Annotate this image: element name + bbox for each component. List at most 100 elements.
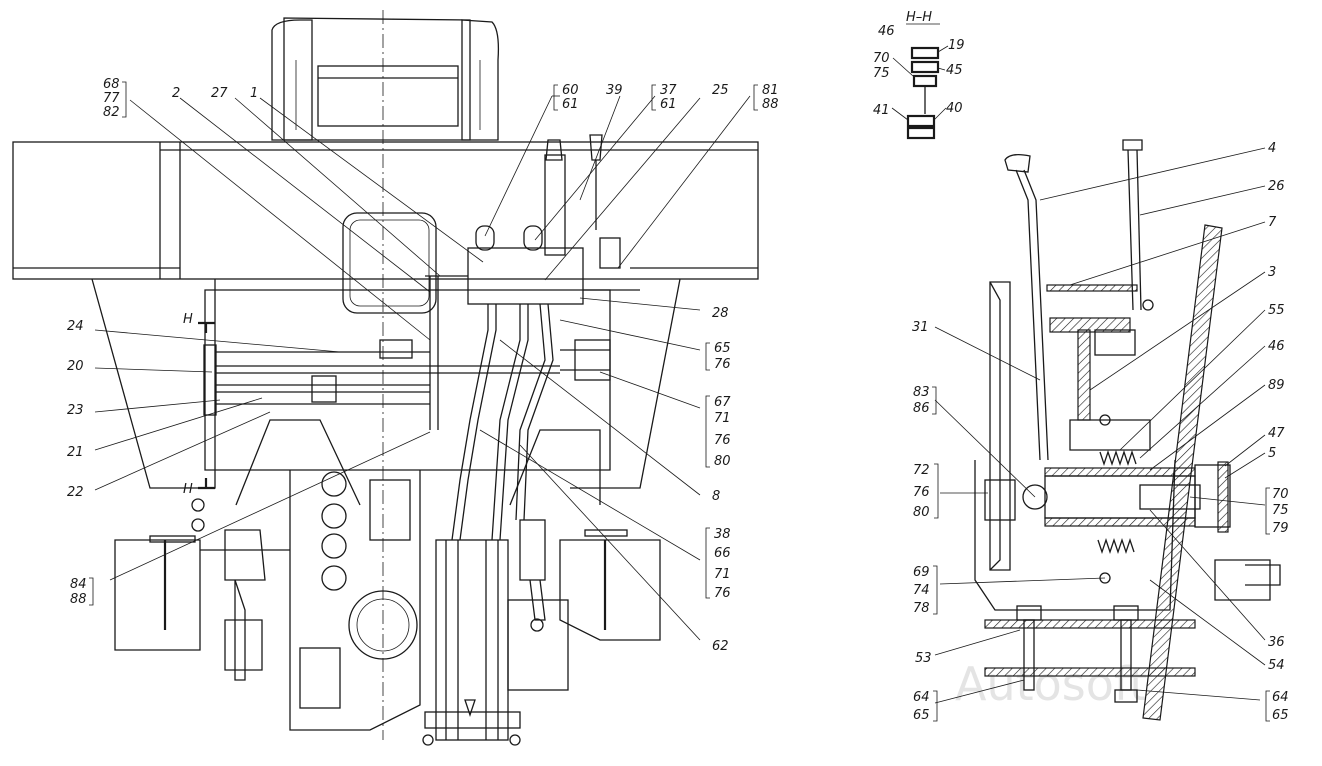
label-89: 89 — [1268, 378, 1285, 393]
left-lower-support — [114, 539, 201, 651]
section-label-41: 41 — [873, 103, 890, 118]
label-28: 28 — [712, 306, 729, 321]
label-72: 72 — [913, 463, 930, 478]
section-title: Н–Н — [906, 10, 932, 25]
label-38: 38 — [714, 527, 731, 542]
label-80-r: 80 — [913, 505, 930, 520]
bracket-83-86 — [932, 386, 937, 415]
label-88-b: 88 — [70, 592, 87, 607]
label-20: 20 — [67, 359, 84, 374]
label-64-r: 64 — [1272, 690, 1289, 705]
label-3: 3 — [1268, 265, 1276, 280]
right-sectional-view: 4 26 7 3 55 31 46 83 86 89 47 5 72 76 80… — [912, 139, 1289, 723]
label-82: 82 — [103, 105, 120, 120]
label-27: 27 — [211, 86, 228, 101]
section-label-45: 45 — [946, 63, 963, 78]
bracket-38-76 — [705, 527, 710, 599]
section-mark-top: Н — [183, 312, 193, 327]
label-1: 1 — [250, 86, 258, 101]
floor-plate — [1142, 224, 1223, 721]
label-78: 78 — [913, 601, 930, 616]
section-mark-bottom: Н — [183, 482, 193, 497]
control-levers — [1004, 139, 1143, 461]
bracket-64-65-left — [933, 690, 938, 722]
label-47: 47 — [1268, 426, 1285, 441]
bracket-81-88 — [753, 84, 758, 111]
label-88-a: 88 — [762, 97, 779, 112]
label-66: 66 — [714, 546, 731, 561]
label-23: 23 — [67, 403, 84, 418]
label-76-c: 76 — [714, 586, 731, 601]
control-valve-block — [425, 134, 640, 305]
hydraulic-tubes — [429, 276, 554, 541]
bracket-60-61 — [553, 84, 558, 111]
engine-body — [91, 278, 681, 731]
section-marks — [191, 321, 215, 532]
watermark: Autosoft — [955, 657, 1147, 711]
bracket-72-80 — [934, 463, 939, 519]
section-h-h: Н–Н 46 19 70 75 45 41 40 — [873, 10, 965, 140]
label-75-r: 75 — [1272, 503, 1289, 518]
leader-lines-right — [934, 147, 1266, 704]
label-55: 55 — [1268, 303, 1285, 318]
bracket-84-88 — [89, 577, 94, 606]
label-39: 39 — [606, 83, 623, 98]
leader-lines-left — [94, 95, 751, 641]
base-plate-and-bolts — [984, 605, 1196, 703]
label-67: 67 — [714, 395, 731, 410]
bracket-69-78 — [933, 565, 938, 615]
label-46: 46 — [1268, 339, 1285, 354]
label-65-l: 65 — [913, 708, 930, 723]
horizontal-rods — [203, 339, 611, 416]
label-25: 25 — [712, 83, 729, 98]
label-64-l: 64 — [913, 690, 930, 705]
lever-housing — [974, 281, 1281, 611]
label-37: 37 — [660, 83, 677, 98]
label-71-b: 71 — [714, 567, 731, 582]
label-68: 68 — [103, 77, 120, 92]
bracket-37-61 — [651, 84, 656, 111]
label-71-a: 71 — [714, 411, 731, 426]
label-36: 36 — [1268, 635, 1285, 650]
label-62: 62 — [712, 639, 729, 654]
section-label-19: 19 — [948, 38, 965, 53]
right-lower-support — [559, 539, 661, 641]
bracket-67-80 — [705, 395, 710, 468]
label-8: 8 — [712, 489, 720, 504]
label-31: 31 — [912, 320, 929, 335]
section-label-70: 70 — [873, 51, 890, 66]
label-81: 81 — [762, 83, 779, 98]
label-26: 26 — [1268, 179, 1285, 194]
bracket-65-76 — [705, 342, 710, 371]
left-linkage — [200, 529, 290, 681]
label-83: 83 — [913, 385, 930, 400]
label-4: 4 — [1268, 141, 1276, 156]
label-69: 69 — [913, 565, 930, 580]
label-70-r: 70 — [1272, 487, 1289, 502]
label-22: 22 — [67, 485, 84, 500]
label-65-r: 65 — [1272, 708, 1289, 723]
frame-window — [342, 212, 437, 314]
right-linkage — [507, 519, 569, 691]
label-61-b: 61 — [660, 97, 677, 112]
label-74: 74 — [913, 583, 930, 598]
label-84: 84 — [70, 577, 87, 592]
label-61-a: 61 — [562, 97, 579, 112]
section-label-40: 40 — [946, 101, 963, 116]
bracket-70-79 — [1265, 487, 1270, 535]
label-80-a: 80 — [714, 454, 731, 469]
label-86: 86 — [913, 401, 930, 416]
label-53: 53 — [915, 651, 932, 666]
pedal-rods — [422, 539, 521, 746]
frame-crossbeam — [12, 141, 759, 280]
seat — [271, 17, 500, 141]
left-view-callouts: 68 77 82 2 27 1 60 61 39 37 61 25 81 88 … — [67, 77, 779, 654]
bracket-64-65-right — [1265, 690, 1270, 722]
section-label-75: 75 — [873, 66, 890, 81]
label-2: 2 — [172, 86, 180, 101]
bracket-68-82 — [122, 81, 127, 118]
label-21: 21 — [67, 445, 84, 460]
label-5: 5 — [1268, 446, 1276, 461]
label-76-a: 76 — [714, 357, 731, 372]
